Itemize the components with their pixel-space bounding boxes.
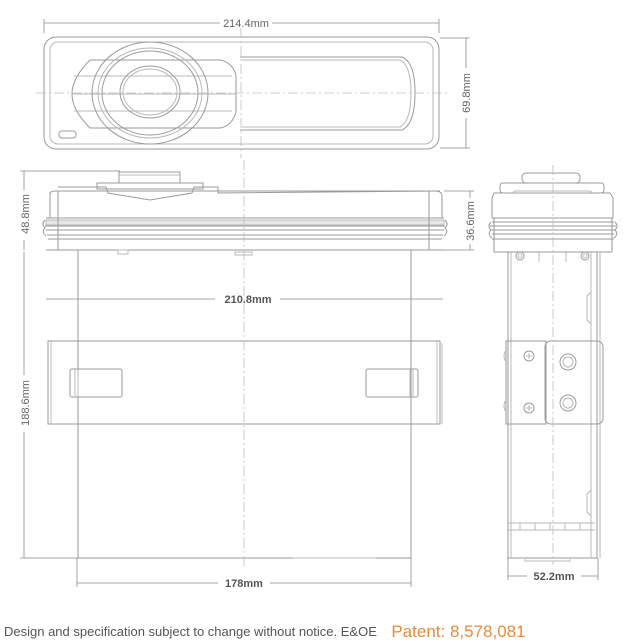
wing-divider-lines [72, 75, 236, 112]
release-button [58, 130, 77, 139]
side-chassis [507, 251, 598, 559]
depth-overall-label: 48.8mm [20, 194, 32, 234]
front-width-label: 214.4mm [223, 18, 269, 30]
chassis-length-label: 188.6mm [20, 380, 32, 426]
patent-number: Patent: 8,578,081 [391, 622, 526, 641]
side-notch [586, 291, 592, 325]
volume-knob [119, 65, 181, 119]
rear-width-label: 178mm [225, 578, 263, 590]
phillips-cross [526, 405, 532, 411]
display-window [240, 56, 416, 131]
side-notch [586, 489, 592, 517]
faceplate-depth-label: 36.6mm [465, 201, 477, 241]
chassis-width-label: 210.8mm [224, 294, 271, 306]
footer: Design and specification subject to chan… [4, 621, 526, 641]
hex-bolt-inner [562, 356, 574, 368]
side-screw-inner [582, 253, 588, 259]
front-view: 214.4mm 69.8mm [36, 18, 473, 158]
top-faceplate-body [49, 190, 443, 219]
top-trim-band [45, 219, 445, 226]
side-screw-inner [517, 253, 523, 259]
phillips-screw-icon [523, 402, 535, 414]
phillips-screw-icon [523, 350, 535, 362]
top-tab [117, 249, 129, 255]
display-window-inner [242, 59, 412, 128]
side-width-label: 52.2mm [534, 571, 575, 583]
side-bracket-right [544, 340, 604, 425]
side-screw [580, 251, 590, 261]
hex-bolt-icon [559, 394, 577, 412]
volume-knob-inner [122, 68, 178, 116]
front-height-label: 69.8mm [461, 73, 473, 113]
side-contour [511, 190, 594, 194]
sleeve-clip-right [365, 368, 419, 398]
side-screw [515, 251, 525, 261]
side-bracket-left [505, 340, 547, 425]
disclaimer-note: Design and specification subject to chan… [4, 624, 377, 639]
top-knob-base [96, 182, 204, 190]
rear-tab [524, 558, 571, 562]
side-knob [521, 172, 581, 184]
hex-bolt-icon [559, 353, 577, 371]
top-view: 48.8mm 36.6mm 210.8mm 188.6mm 178mm [20, 160, 477, 590]
chassis-outline [77, 250, 412, 559]
side-faceplate-body [491, 192, 614, 219]
top-tab [234, 251, 253, 256]
control-wings [71, 59, 237, 129]
hex-bolt-inner [562, 397, 574, 409]
top-knob [118, 171, 181, 184]
rear-connector [508, 522, 595, 531]
side-bump [503, 349, 507, 413]
side-view: 52.2mm [488, 165, 618, 583]
sleeve-clip-left [69, 368, 123, 398]
side-ridges [488, 221, 618, 239]
phillips-cross [526, 353, 532, 359]
top-trim-lines [45, 217, 445, 240]
top-side-ridges [42, 219, 448, 237]
